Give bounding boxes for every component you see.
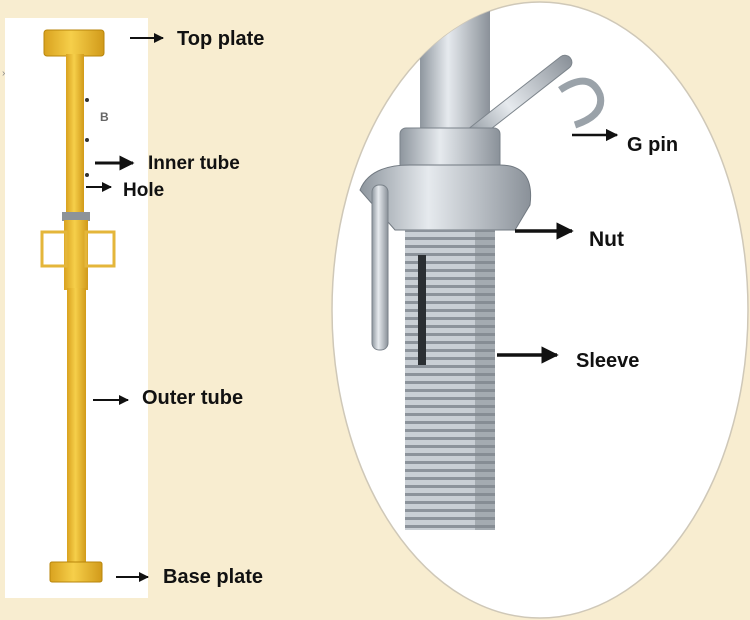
sleeve-shade <box>475 230 495 530</box>
wing-pin <box>371 184 389 351</box>
right-arrows <box>497 128 619 364</box>
edge-mark: › <box>2 68 5 79</box>
label-g-pin: G pin <box>627 134 679 156</box>
sleeve-slot <box>418 255 426 365</box>
handle-left <box>40 230 68 268</box>
handle-right <box>84 230 116 268</box>
inner-tube-shape <box>66 54 84 216</box>
outer-tube-shape <box>67 288 86 564</box>
label-nut: Nut <box>589 228 624 251</box>
nut-collar <box>399 127 501 171</box>
hole-2 <box>85 138 89 142</box>
label-outer-tube: Outer tube <box>142 387 244 409</box>
collar-ring <box>62 212 90 221</box>
prop-illustration <box>40 29 116 583</box>
label-letter-b: B <box>100 110 109 124</box>
zoom-oval-bg <box>331 1 749 619</box>
base-plate-shape <box>49 561 103 583</box>
label-inner-tube: Inner tube <box>148 153 240 174</box>
sleeve-shape <box>64 220 88 290</box>
label-sleeve: Sleeve <box>576 350 640 372</box>
label-top-plate: Top plate <box>177 28 265 50</box>
zoom-detail <box>359 2 605 530</box>
top-plate-shape <box>43 29 105 57</box>
hole-3 <box>85 173 89 177</box>
label-base-plate: Base plate <box>163 566 264 588</box>
left-arrows <box>86 33 164 582</box>
label-hole: Hole <box>123 180 165 201</box>
hole-1 <box>85 98 89 102</box>
nut-body <box>359 164 532 231</box>
g-pin-loop <box>558 77 605 129</box>
